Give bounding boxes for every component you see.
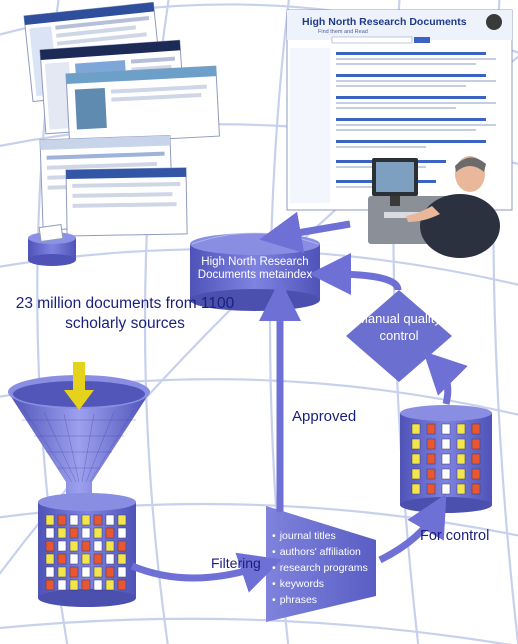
document-icon [441, 468, 451, 480]
document-icon [81, 566, 91, 578]
document-icon [105, 553, 115, 565]
document-icon [69, 527, 79, 539]
document-icon [105, 566, 115, 578]
document-icon [45, 579, 55, 591]
document-icon [93, 566, 103, 578]
document-icon [105, 579, 115, 591]
document-icon [45, 540, 55, 552]
document-icon [456, 423, 466, 435]
document-icon [81, 527, 91, 539]
document-icon [471, 438, 481, 450]
document-icon [426, 453, 436, 465]
document-icon [93, 527, 103, 539]
arrow-screen-to-metaindex [259, 211, 351, 254]
for-control-label: For control [420, 528, 490, 544]
document-icon [117, 579, 127, 591]
quality-control-label: Manual quality control [357, 311, 441, 343]
document-icon [426, 423, 436, 435]
filter-criterion: phrases [272, 592, 376, 608]
document-icon [105, 527, 115, 539]
document-icon [411, 483, 421, 495]
document-icon [117, 527, 127, 539]
document-icon [45, 527, 55, 539]
document-icon [117, 553, 127, 565]
document-icon [69, 514, 79, 526]
document-icon [57, 527, 67, 539]
document-icon [426, 438, 436, 450]
document-icon [81, 579, 91, 591]
document-icon [411, 468, 421, 480]
document-icon [426, 468, 436, 480]
document-icon [411, 438, 421, 450]
filter-criterion: journal titles [272, 528, 376, 544]
document-icon [441, 438, 451, 450]
document-icon [411, 453, 421, 465]
document-collection-database [38, 493, 136, 607]
flow-arrows [130, 211, 468, 593]
document-icon [411, 423, 421, 435]
control-sample-database [400, 405, 492, 513]
document-icon [117, 540, 127, 552]
document-icon [471, 423, 481, 435]
arrow-control-to-qc [423, 351, 468, 405]
document-icon [45, 514, 55, 526]
document-icon [93, 514, 103, 526]
document-icon [57, 540, 67, 552]
document-icon [117, 514, 127, 526]
user-at-computer-illustration [368, 156, 500, 258]
filter-criteria-list: journal titles authors' affiliation rese… [272, 528, 376, 608]
document-icon [456, 438, 466, 450]
arrow-to-control [378, 493, 447, 564]
filtering-funnel [8, 362, 150, 508]
document-icon [45, 566, 55, 578]
document-icon [441, 483, 451, 495]
document-icon [81, 553, 91, 565]
arrow-qc-to-metaindex [309, 253, 402, 296]
document-icon [57, 566, 67, 578]
document-icon [456, 483, 466, 495]
document-icon [93, 540, 103, 552]
document-icon [471, 483, 481, 495]
website-thumb [65, 65, 220, 145]
document-icon [57, 553, 67, 565]
document-icon [93, 553, 103, 565]
document-icon [81, 540, 91, 552]
document-icon [105, 540, 115, 552]
filter-criterion: authors' affiliation [272, 544, 376, 560]
document-icon [456, 468, 466, 480]
document-icon [471, 468, 481, 480]
source-database-icon [28, 223, 76, 266]
sources-label: 23 million documents from 1100 scholarly… [15, 295, 235, 332]
document-icon [441, 423, 451, 435]
document-icon [105, 514, 115, 526]
document-icon [81, 514, 91, 526]
document-icon [441, 453, 451, 465]
document-icon [57, 579, 67, 591]
filter-criterion: keywords [272, 576, 376, 592]
document-icon [117, 566, 127, 578]
document-icon [69, 540, 79, 552]
filtering-label: Filtering [211, 555, 261, 571]
document-icon [57, 514, 67, 526]
document-icon [69, 579, 79, 591]
source-website-screenshots [23, 1, 220, 237]
document-icon [456, 453, 466, 465]
result-screen-subtitle: Find them and Read [318, 29, 368, 35]
document-icon [69, 553, 79, 565]
arrow-to-filter [130, 552, 282, 593]
document-icon [45, 553, 55, 565]
metaindex-label: High North Research Documents metaindex [197, 256, 313, 281]
document-icon [93, 579, 103, 591]
filter-criterion: research programs [272, 560, 376, 576]
document-icon [426, 483, 436, 495]
website-thumb [65, 167, 188, 237]
result-screen-title: High North Research Documents [302, 16, 467, 28]
document-icon [69, 566, 79, 578]
approved-label: Approved [292, 408, 357, 425]
document-icon [471, 453, 481, 465]
